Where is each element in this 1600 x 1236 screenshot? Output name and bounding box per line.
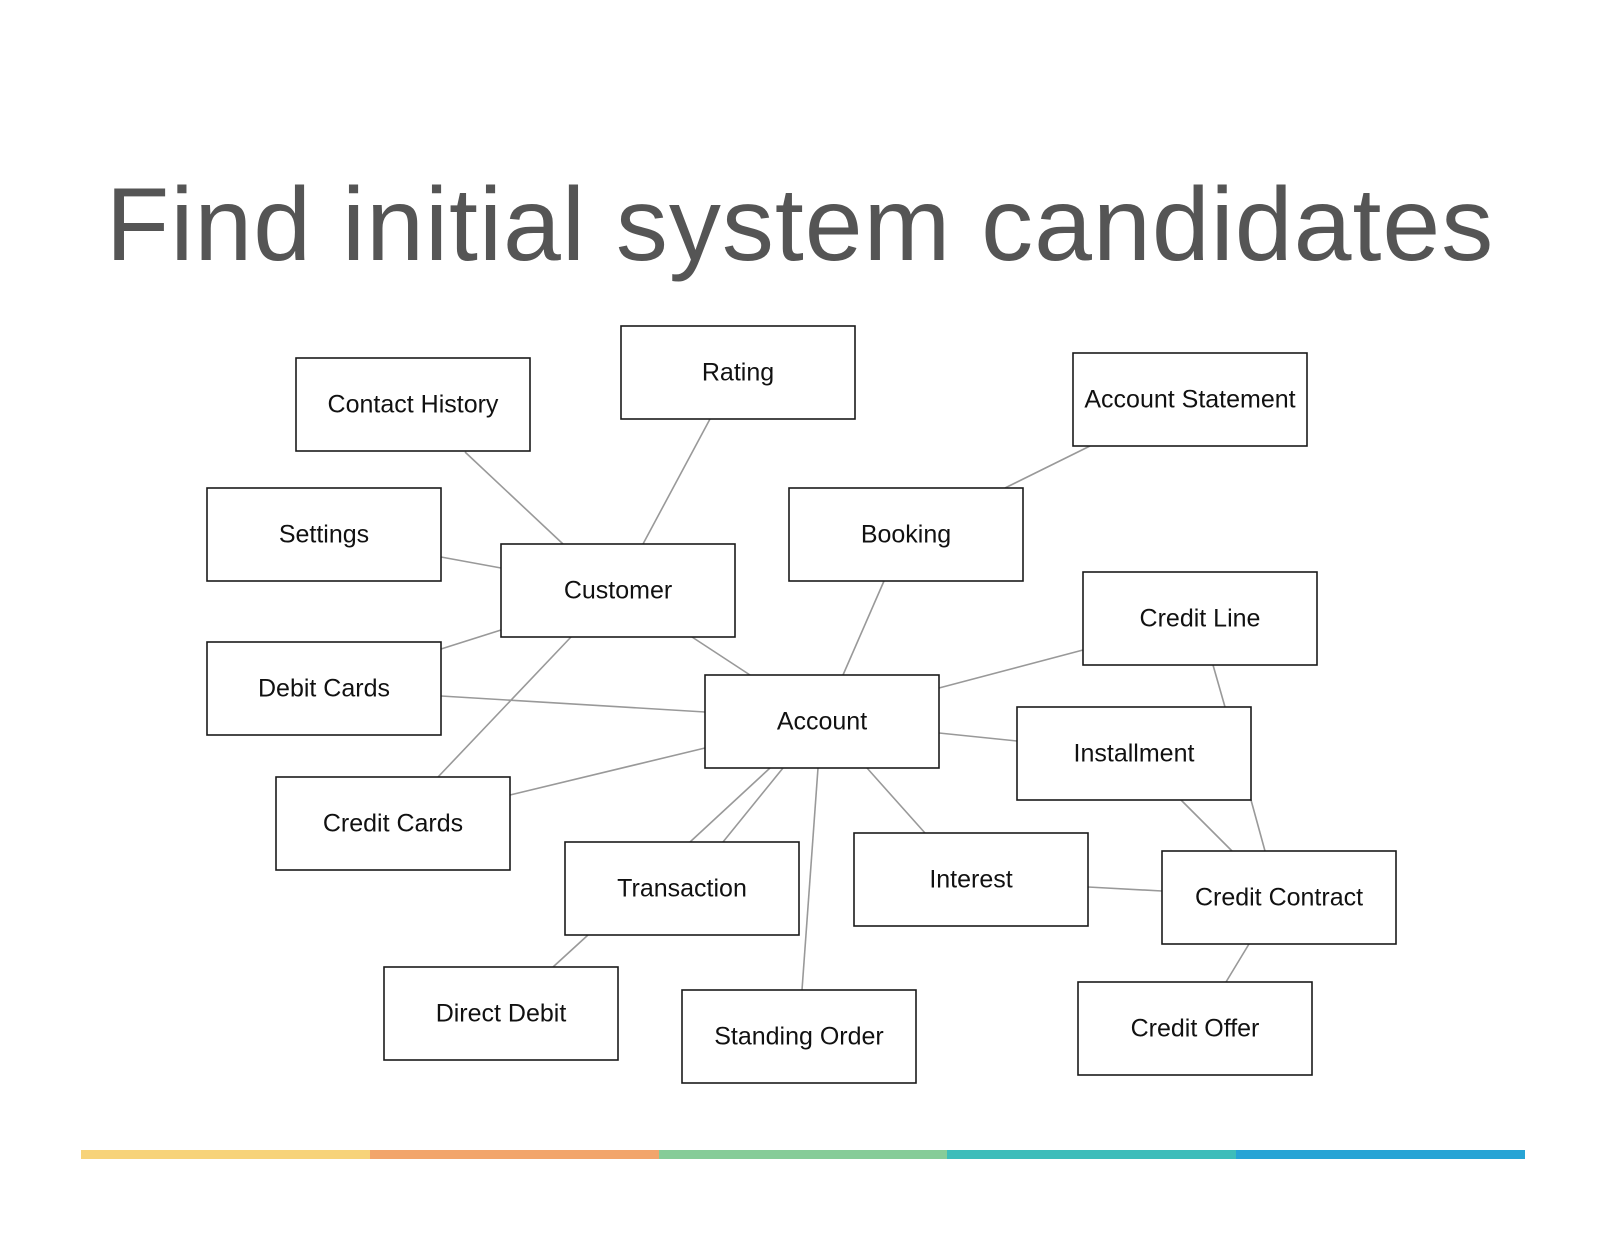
edge-debit-cards-to-account (440, 695, 706, 713)
node-contact-history: Contact History (295, 357, 531, 452)
node-rating: Rating (620, 325, 856, 420)
edge-account-to-interest (866, 767, 926, 834)
edge-transaction-to-direct-debit (552, 934, 589, 968)
edge-credit-line-to-installment (1212, 664, 1226, 708)
node-label-direct-debit: Direct Debit (436, 1000, 567, 1028)
node-label-credit-offer: Credit Offer (1131, 1015, 1260, 1043)
node-box-rating (620, 325, 856, 420)
edge-account-to-transaction (689, 767, 771, 843)
edge-debit-cards-to-customer (440, 629, 502, 650)
edge-contact-history-to-customer (464, 451, 564, 545)
node-credit-line: Credit Line (1082, 571, 1318, 666)
edge-account-statement-to-booking (1004, 445, 1091, 489)
node-label-booking: Booking (861, 521, 951, 549)
node-box-booking (788, 487, 1024, 582)
node-box-account (704, 674, 940, 769)
node-debit-cards: Debit Cards (206, 641, 442, 736)
node-settings: Settings (206, 487, 442, 582)
node-box-customer (500, 543, 736, 638)
edge-credit-cards-to-account (509, 747, 706, 796)
edge-account-to-transaction (722, 767, 784, 843)
node-customer: Customer (500, 543, 736, 638)
node-credit-contract: Credit Contract (1161, 850, 1397, 945)
node-installment: Installment (1016, 706, 1252, 801)
node-box-contact-history (295, 357, 531, 452)
node-box-direct-debit (383, 966, 619, 1061)
edge-installment-to-credit-contract (1180, 799, 1233, 852)
stripe-segment-1 (81, 1150, 370, 1159)
edge-account-to-installment (938, 732, 1018, 742)
stripe-segment-5 (1236, 1150, 1525, 1159)
node-box-debit-cards (206, 641, 442, 736)
node-label-interest: Interest (929, 866, 1012, 894)
edge-settings-to-customer (440, 556, 502, 569)
slide-title: Find initial system candidates (105, 167, 1495, 283)
node-account-statement: Account Statement (1072, 352, 1308, 447)
node-box-transaction (564, 841, 800, 936)
node-label-rating: Rating (702, 359, 774, 387)
stripe-segment-4 (947, 1150, 1237, 1159)
edge-booking-to-account (842, 580, 885, 676)
node-standing-order: Standing Order (681, 989, 917, 1084)
node-credit-cards: Credit Cards (275, 776, 511, 871)
edge-account-to-standing-order (801, 767, 819, 991)
node-label-credit-cards: Credit Cards (323, 810, 463, 838)
node-direct-debit: Direct Debit (383, 966, 619, 1061)
stripe-segment-3 (658, 1150, 948, 1159)
node-label-customer: Customer (564, 577, 672, 605)
edge-interest-to-credit-contract (1087, 886, 1163, 892)
edge-customer-to-account (691, 636, 751, 676)
node-credit-offer: Credit Offer (1077, 981, 1313, 1076)
edge-credit-cards-to-customer (437, 636, 572, 778)
node-transaction: Transaction (564, 841, 800, 936)
edge-rating-to-customer (642, 418, 711, 545)
node-label-standing-order: Standing Order (714, 1023, 884, 1051)
node-booking: Booking (788, 487, 1024, 582)
node-account: Account (704, 674, 940, 769)
edge-installment-to-credit-contract (1250, 799, 1266, 852)
node-label-settings: Settings (279, 521, 369, 549)
node-label-transaction: Transaction (617, 875, 747, 903)
stripe-segment-2 (369, 1150, 659, 1159)
diagram-edges (437, 418, 1266, 991)
node-box-credit-offer (1077, 981, 1313, 1076)
edge-credit-contract-to-credit-offer (1225, 943, 1250, 983)
node-box-interest (853, 832, 1089, 927)
node-interest: Interest (853, 832, 1089, 927)
node-label-installment: Installment (1074, 740, 1195, 768)
node-box-installment (1016, 706, 1252, 801)
node-label-credit-contract: Credit Contract (1195, 884, 1363, 912)
node-box-credit-contract (1161, 850, 1397, 945)
node-label-account-statement: Account Statement (1084, 386, 1295, 414)
node-label-contact-history: Contact History (328, 391, 499, 419)
node-box-settings (206, 487, 442, 582)
node-box-account-statement (1072, 352, 1308, 447)
node-label-credit-line: Credit Line (1140, 605, 1261, 633)
node-box-credit-cards (275, 776, 511, 871)
edge-account-to-credit-line (938, 649, 1084, 689)
footer-color-stripe (81, 1150, 1525, 1159)
node-label-debit-cards: Debit Cards (258, 675, 390, 703)
node-box-standing-order (681, 989, 917, 1084)
node-box-credit-line (1082, 571, 1318, 666)
node-label-account: Account (777, 708, 867, 736)
